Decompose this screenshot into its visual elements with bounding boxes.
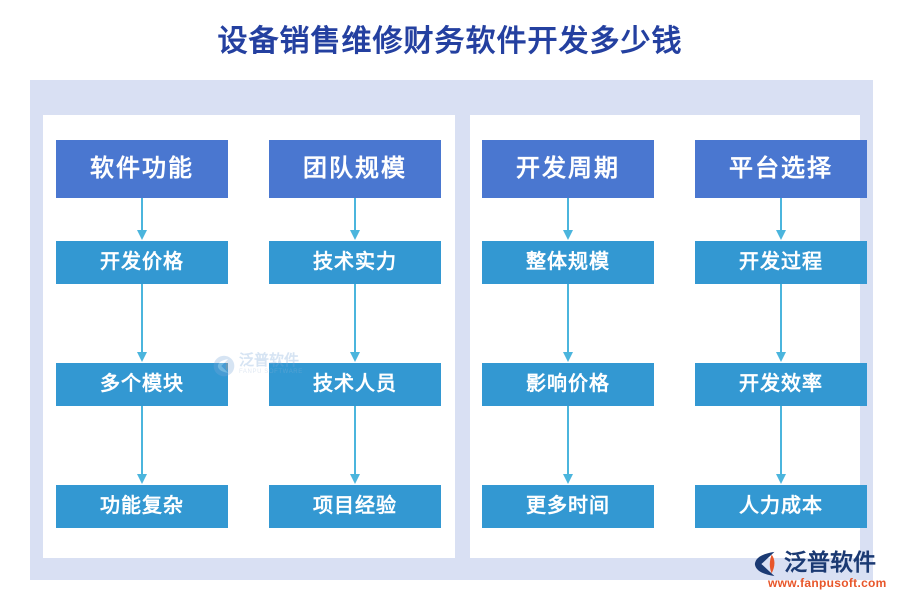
connector-arrow — [56, 284, 228, 363]
connector-arrow — [482, 198, 654, 241]
flow-column-2: 团队规模 技术实力 技术人员 项目经验 — [269, 140, 441, 528]
group-divider — [455, 115, 470, 558]
flow-column-3: 开发周期 整体规模 影响价格 更多时间 — [482, 140, 654, 528]
flow-step-box[interactable]: 人力成本 — [695, 485, 867, 528]
flow-step-box[interactable]: 开发过程 — [695, 241, 867, 284]
brand-logo: 泛普软件 www.fanpusoft.com — [752, 548, 897, 594]
brand-url: www.fanpusoft.com — [768, 576, 887, 590]
flow-step-box[interactable]: 功能复杂 — [56, 485, 228, 528]
connector-arrow — [695, 284, 867, 363]
flow-step-box[interactable]: 多个模块 — [56, 363, 228, 406]
column-header-box[interactable]: 开发周期 — [482, 140, 654, 198]
connector-arrow — [269, 284, 441, 363]
column-header-box[interactable]: 平台选择 — [695, 140, 867, 198]
flow-step-box[interactable]: 技术人员 — [269, 363, 441, 406]
connector-arrow — [482, 284, 654, 363]
connector-arrow — [269, 198, 441, 241]
fanpu-logo-icon — [752, 550, 782, 578]
flow-step-box[interactable]: 开发价格 — [56, 241, 228, 284]
connector-arrow — [56, 406, 228, 485]
page-title: 设备销售维修财务软件开发多少钱 — [217, 25, 683, 58]
brand-name: 泛普软件 — [784, 549, 876, 575]
flow-step-box[interactable]: 影响价格 — [482, 363, 654, 406]
flow-column-1: 软件功能 开发价格 多个模块 功能复杂 — [56, 140, 228, 528]
column-header-box[interactable]: 团队规模 — [269, 140, 441, 198]
connector-arrow — [695, 406, 867, 485]
connector-arrow — [482, 406, 654, 485]
flow-step-box[interactable]: 项目经验 — [269, 485, 441, 528]
flow-step-box[interactable]: 开发效率 — [695, 363, 867, 406]
flow-step-box[interactable]: 更多时间 — [482, 485, 654, 528]
flow-step-box[interactable]: 整体规模 — [482, 241, 654, 284]
column-header-box[interactable]: 软件功能 — [56, 140, 228, 198]
connector-arrow — [269, 406, 441, 485]
connector-arrow — [56, 198, 228, 241]
connector-arrow — [695, 198, 867, 241]
flow-column-4: 平台选择 开发过程 开发效率 人力成本 — [695, 140, 867, 528]
flow-step-box[interactable]: 技术实力 — [269, 241, 441, 284]
